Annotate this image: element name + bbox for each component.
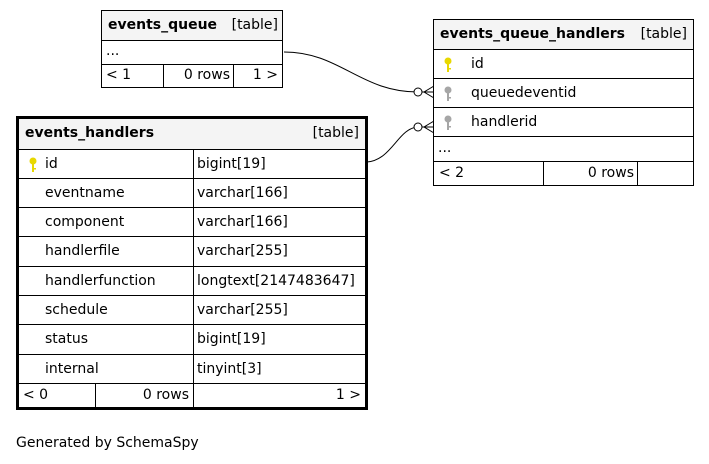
row-count: 0 rows: [587, 165, 634, 181]
children-count[interactable]: 1 >: [252, 67, 278, 83]
table-name: events_queue: [108, 17, 218, 33]
divider: [543, 162, 544, 185]
zero-or-many-marker: [413, 122, 423, 132]
generated-by-text: Generated by SchemaSpy: [16, 435, 199, 451]
table-footer: < 2 0 rows: [434, 161, 693, 185]
primary-key-icon: [444, 57, 452, 72]
ellipsis: ...: [106, 43, 120, 59]
table-name: events_queue_handlers: [440, 26, 625, 42]
divider: [233, 65, 234, 87]
parents-count[interactable]: < 0: [23, 387, 49, 403]
table-footer: < 0 0 rows 1 >: [19, 383, 365, 407]
column-type: bigint[19]: [197, 331, 266, 347]
divider: [193, 325, 194, 354]
column-name: queuedeventid: [471, 85, 577, 101]
divider: [193, 267, 194, 295]
column-row-id[interactable]: id: [434, 49, 693, 78]
column-row-queuedeventid[interactable]: queuedeventid: [434, 78, 693, 107]
row-count: 0 rows: [183, 67, 230, 83]
divider: [95, 384, 96, 407]
table-events-queue-handlers[interactable]: events_queue_handlers [table] id queuede…: [433, 19, 694, 186]
table-type-label: [table]: [312, 125, 359, 141]
divider: [193, 384, 194, 407]
children-count[interactable]: 1 >: [335, 387, 361, 403]
column-name: handlerid: [471, 114, 538, 130]
column-name: status: [45, 331, 89, 347]
column-row-component[interactable]: component varchar[166]: [19, 207, 365, 236]
divider: [193, 179, 194, 207]
primary-key-icon: [29, 157, 37, 172]
divider: [193, 150, 194, 178]
table-type-label: [table]: [640, 26, 687, 42]
relationship-events-queue-to-queuedeventid: [283, 51, 419, 93]
column-row-handlerfile[interactable]: handlerfile varchar[255]: [19, 236, 365, 266]
parents-count[interactable]: < 2: [439, 165, 465, 181]
table-footer: < 1 0 rows 1 >: [102, 64, 282, 87]
divider: [163, 65, 164, 87]
row-count: 0 rows: [142, 387, 189, 403]
ellipsis: ...: [438, 140, 452, 156]
table-header[interactable]: events_queue_handlers [table]: [434, 20, 693, 49]
table-type-label: [table]: [231, 17, 278, 33]
divider: [193, 355, 194, 383]
column-name: handlerfile: [45, 243, 120, 259]
column-type: varchar[166]: [197, 185, 288, 201]
column-name: schedule: [45, 302, 108, 318]
column-type: varchar[255]: [197, 243, 288, 259]
table-header[interactable]: events_queue [table]: [102, 11, 282, 40]
column-row-status[interactable]: status bigint[19]: [19, 324, 365, 354]
column-name: id: [471, 56, 484, 72]
column-type: varchar[255]: [197, 302, 288, 318]
column-type: bigint[19]: [197, 156, 266, 172]
divider: [637, 162, 638, 185]
column-row-internal[interactable]: internal tinyint[3]: [19, 354, 365, 383]
divider: [193, 237, 194, 266]
zero-or-many-marker: [413, 87, 423, 97]
column-row-handlerfunction[interactable]: handlerfunction longtext[2147483647]: [19, 266, 365, 295]
column-name: component: [45, 214, 125, 230]
relationship-handler-id-to-handlerid: [366, 126, 419, 163]
column-name: handlerfunction: [45, 273, 156, 289]
foreign-key-icon: [444, 86, 452, 101]
column-row-eventname[interactable]: eventname varchar[166]: [19, 178, 365, 207]
table-events-queue[interactable]: events_queue [table] ... < 1 0 rows 1 >: [101, 10, 283, 88]
column-name: id: [45, 156, 58, 172]
column-row-handlerid[interactable]: handlerid: [434, 107, 693, 136]
column-type: varchar[166]: [197, 214, 288, 230]
more-columns-row: ...: [434, 136, 693, 161]
column-name: internal: [45, 361, 99, 377]
column-row-schedule[interactable]: schedule varchar[255]: [19, 295, 365, 324]
foreign-key-icon: [444, 115, 452, 130]
column-row-id[interactable]: id bigint[19]: [19, 149, 365, 178]
parents-count[interactable]: < 1: [106, 67, 132, 83]
divider: [193, 208, 194, 236]
table-header[interactable]: events_handlers [table]: [19, 119, 365, 149]
column-name: eventname: [45, 185, 125, 201]
table-events-handlers[interactable]: events_handlers [table] id bigint[19] ev…: [16, 116, 368, 410]
divider: [193, 296, 194, 324]
more-columns-row: ...: [102, 40, 282, 64]
column-type: longtext[2147483647]: [197, 273, 355, 289]
table-name: events_handlers: [25, 125, 155, 141]
column-type: tinyint[3]: [197, 361, 262, 377]
